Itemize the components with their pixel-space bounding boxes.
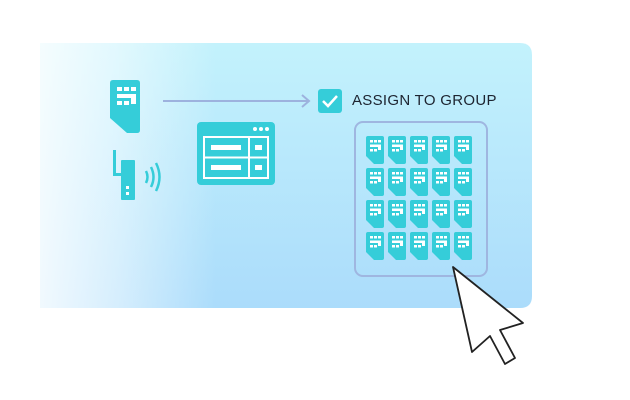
sim-card-icon <box>110 80 140 133</box>
router-icon <box>113 150 161 200</box>
checkbox-icon[interactable] <box>318 89 342 113</box>
sim-group[interactable] <box>354 121 488 277</box>
arrow-icon <box>163 94 311 108</box>
wifi-waves-icon <box>144 162 161 192</box>
browser-window-icon <box>197 122 275 185</box>
assign-to-group-label[interactable]: ASSIGN TO GROUP <box>352 92 497 109</box>
cursor-icon <box>452 266 524 365</box>
